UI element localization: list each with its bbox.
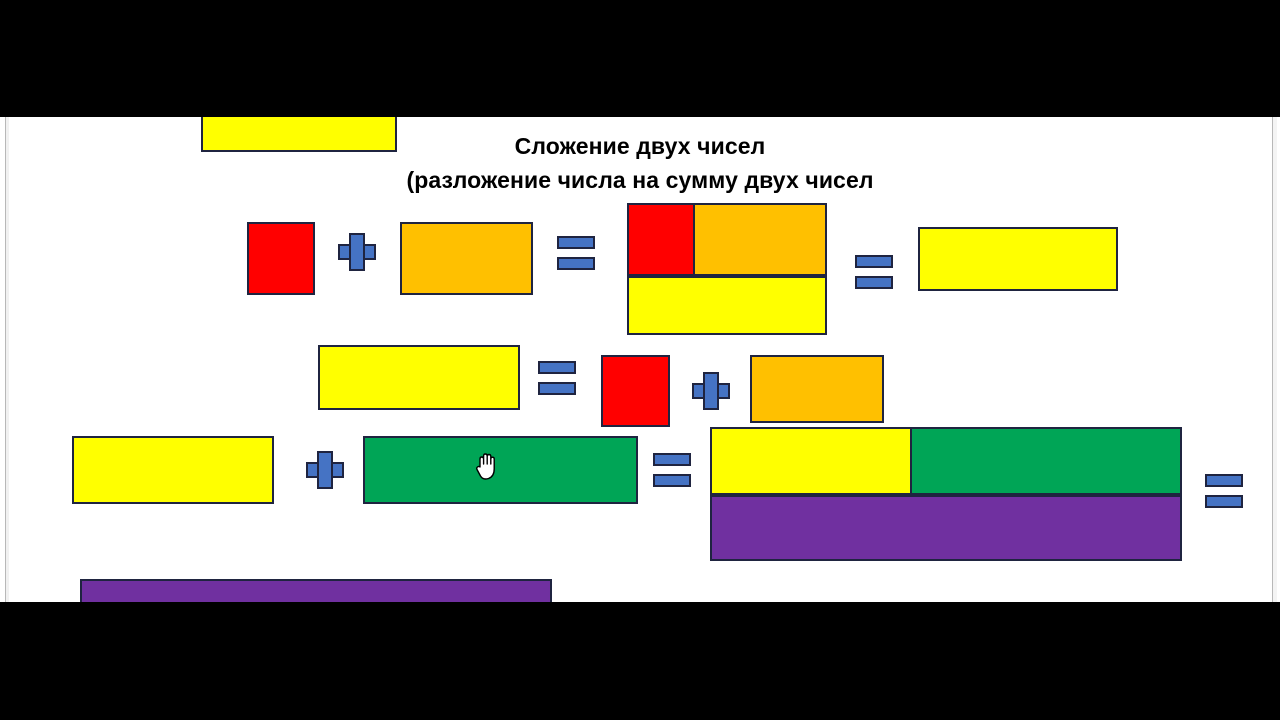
- equals-top-bar: [557, 236, 595, 249]
- equals-bottom-bar: [653, 474, 691, 487]
- purple-bar-bottom-clipped[interactable]: [80, 579, 552, 602]
- row1-composite-red-part[interactable]: [627, 203, 695, 276]
- row3-composite-yellow-part[interactable]: [710, 427, 912, 495]
- row3-equals-icon-2: [1205, 474, 1243, 508]
- page-right-shadow: [1273, 117, 1277, 602]
- page-right-border: [1272, 117, 1273, 602]
- row1-red-square[interactable]: [247, 222, 315, 295]
- row1-equals-icon-2: [855, 255, 893, 289]
- row3-equals-icon-1: [653, 453, 691, 487]
- letterbox-top: [0, 0, 1280, 117]
- page-left-shadow: [6, 117, 9, 602]
- yellow-bar-top-clipped[interactable]: [201, 117, 397, 152]
- plus-center-fill: [319, 464, 331, 476]
- equals-bottom-bar: [855, 276, 893, 289]
- equals-bottom-bar: [538, 382, 576, 395]
- plus-center-fill: [705, 385, 717, 397]
- whiteboard-canvas[interactable]: Сложение двух чисел (разложение числа на…: [0, 117, 1280, 602]
- row2-red-square[interactable]: [601, 355, 670, 427]
- row3-plus-icon: [306, 451, 344, 489]
- equals-top-bar: [1205, 474, 1243, 487]
- equals-top-bar: [538, 361, 576, 374]
- row1-equals-icon-1: [557, 236, 595, 270]
- equals-bottom-bar: [557, 257, 595, 270]
- row2-plus-icon: [692, 372, 730, 410]
- plus-center-fill: [351, 246, 363, 258]
- equals-bottom-bar: [1205, 495, 1243, 508]
- row1-orange-rect[interactable]: [400, 222, 533, 295]
- title-line-1: Сложение двух чисел: [514, 133, 766, 159]
- page-title: Сложение двух чисел (разложение числа на…: [330, 129, 950, 197]
- row3-green-rect[interactable]: [363, 436, 638, 504]
- row1-composite-yellow-whole[interactable]: [627, 276, 827, 335]
- row2-equals-icon: [538, 361, 576, 395]
- row2-orange-rect[interactable]: [750, 355, 884, 423]
- title-line-2: (разложение числа на сумму двух чисел: [406, 167, 874, 193]
- row1-yellow-result-rect[interactable]: [918, 227, 1118, 291]
- equals-top-bar: [855, 255, 893, 268]
- row3-composite-purple-whole[interactable]: [710, 495, 1182, 561]
- row3-composite-green-part[interactable]: [910, 427, 1182, 495]
- equals-top-bar: [653, 453, 691, 466]
- page-left-border: [5, 117, 6, 602]
- row2-yellow-rect[interactable]: [318, 345, 520, 410]
- letterbox-bottom: [0, 602, 1280, 720]
- row3-yellow-rect[interactable]: [72, 436, 274, 504]
- row1-composite-orange-part[interactable]: [693, 203, 827, 276]
- row1-plus-icon: [338, 233, 376, 271]
